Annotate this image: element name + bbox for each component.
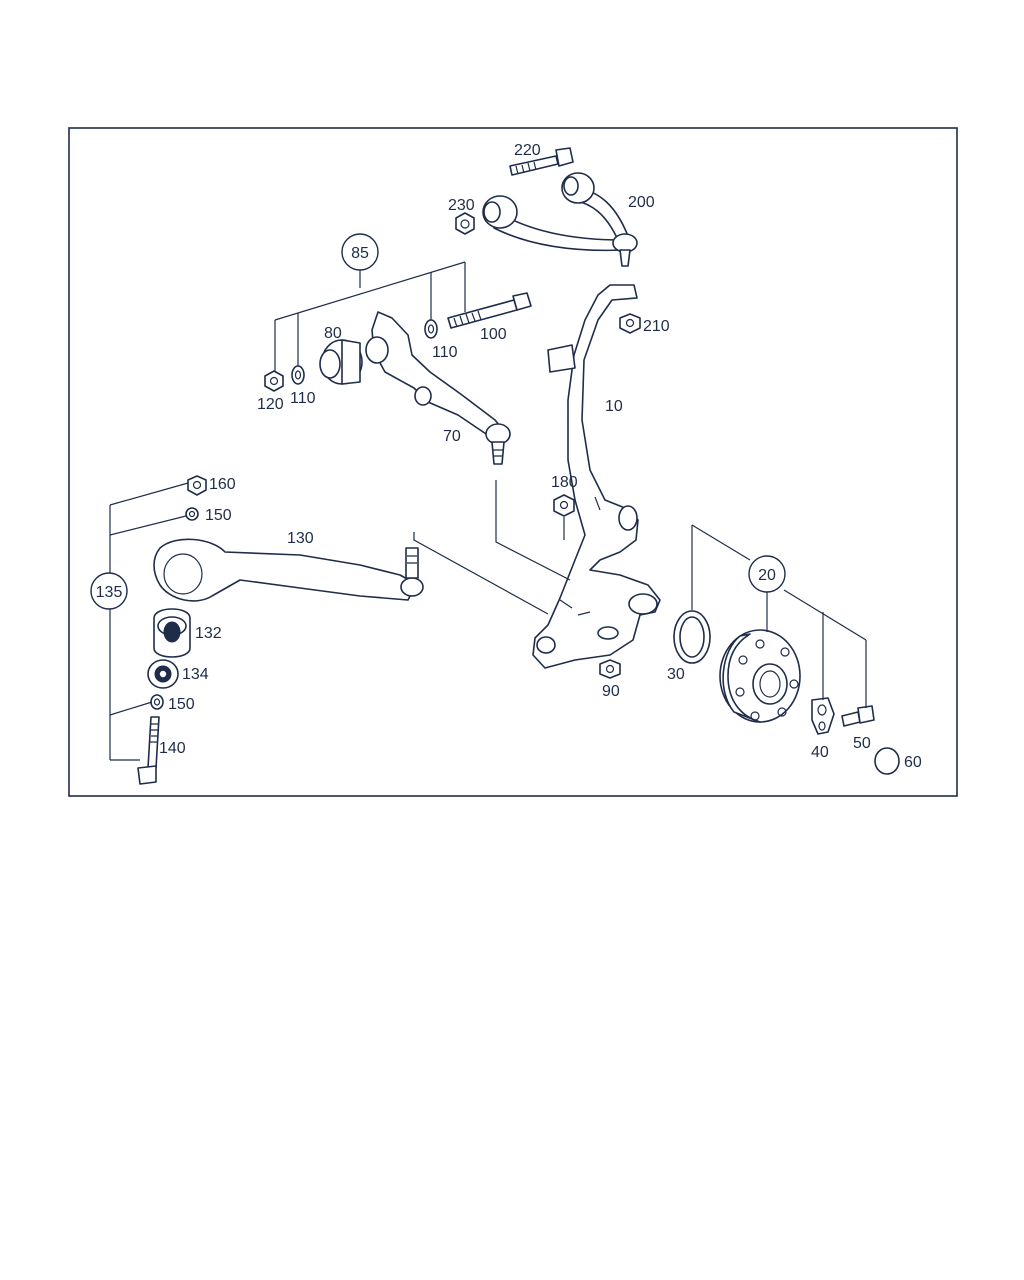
callout-90: 90 xyxy=(602,683,620,700)
tension-strut-130[interactable] xyxy=(153,538,424,602)
callout-70: 70 xyxy=(443,428,461,445)
cap-60[interactable] xyxy=(874,747,900,775)
nut-180[interactable] xyxy=(553,494,575,517)
callout-110-left: 110 xyxy=(290,390,316,407)
bushing-134[interactable] xyxy=(147,659,179,689)
callout-135: 135 xyxy=(96,584,123,601)
washer-150-lower[interactable] xyxy=(150,694,164,710)
group-circle-20 xyxy=(748,555,786,593)
group-circle-135 xyxy=(90,572,128,610)
callout-180: 180 xyxy=(551,474,578,491)
clamp-40[interactable] xyxy=(811,697,835,735)
nut-160[interactable] xyxy=(187,475,207,496)
callout-50: 50 xyxy=(853,735,871,752)
steering-knuckle-10[interactable] xyxy=(532,284,661,669)
nut-230[interactable] xyxy=(455,212,475,235)
group-circle-85 xyxy=(341,233,379,271)
bolt-140[interactable] xyxy=(137,716,160,785)
callout-60: 60 xyxy=(904,754,922,771)
callout-210: 210 xyxy=(643,318,670,335)
screw-50[interactable] xyxy=(841,705,875,727)
bushing-132[interactable] xyxy=(153,608,191,658)
bushing-80[interactable] xyxy=(319,339,363,385)
callout-130: 130 xyxy=(287,530,314,547)
upper-control-arm-200[interactable] xyxy=(482,172,638,267)
callout-140: 140 xyxy=(159,740,186,757)
nut-120[interactable] xyxy=(264,370,284,392)
nut-90[interactable] xyxy=(599,659,621,679)
wheel-hub-20[interactable] xyxy=(719,629,801,723)
lower-arm-70[interactable] xyxy=(365,311,511,465)
callout-150-lower: 150 xyxy=(168,696,195,713)
callout-labels: 10 20 30 40 50 60 70 80 85 90 100 110 11… xyxy=(96,142,922,771)
bolt-220[interactable] xyxy=(509,147,574,176)
callout-85: 85 xyxy=(351,245,369,262)
callout-120: 120 xyxy=(257,396,284,413)
diagram-frame xyxy=(68,127,958,797)
leader-lines xyxy=(109,261,867,761)
callout-110-right: 110 xyxy=(432,344,458,361)
callout-30: 30 xyxy=(667,666,685,683)
callout-40: 40 xyxy=(811,744,829,761)
callout-100: 100 xyxy=(480,326,507,343)
callout-160: 160 xyxy=(209,476,236,493)
callout-134: 134 xyxy=(182,666,209,683)
callout-80: 80 xyxy=(324,325,342,342)
nut-210[interactable] xyxy=(619,313,641,334)
callout-20: 20 xyxy=(758,567,776,584)
callout-230: 230 xyxy=(448,197,475,214)
callout-150-upper: 150 xyxy=(205,507,232,524)
callout-220: 220 xyxy=(514,142,541,159)
callout-132: 132 xyxy=(195,625,222,642)
seal-ring-30[interactable] xyxy=(673,610,711,664)
bolt-100[interactable] xyxy=(447,292,532,329)
washer-110-left[interactable] xyxy=(291,365,305,385)
washer-150-upper[interactable] xyxy=(185,507,199,521)
callout-200: 200 xyxy=(628,194,655,211)
callout-10: 10 xyxy=(605,398,623,415)
washer-110-right[interactable] xyxy=(424,319,438,339)
